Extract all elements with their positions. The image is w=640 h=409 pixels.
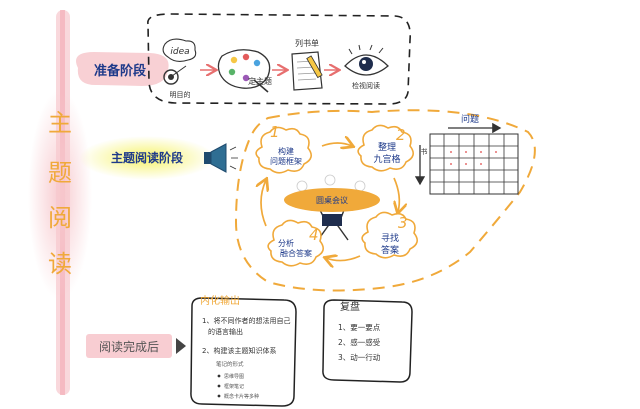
svg-text:九宫格: 九宫格 — [373, 153, 400, 165]
cycle-step-2-num: 2 — [396, 126, 406, 144]
cycle-step-3-num: 3 — [398, 214, 408, 232]
cycle-arrow-4-to-1 — [261, 180, 266, 227]
cycle-step-3: 3 寻找 答案 — [361, 211, 418, 259]
svg-text:答案: 答案 — [381, 244, 399, 256]
cycle-arrow-3-to-4 — [326, 256, 361, 261]
nine-grid: 问题 书 — [414, 113, 519, 195]
svg-text:2、构建该主题知识体系: 2、构建该主题知识体系 — [202, 346, 276, 355]
prep-dashed-frame — [147, 13, 412, 105]
after-chevron-icon — [176, 338, 186, 354]
after-stage-label: 阅读完成后 — [86, 334, 172, 358]
title-char-1: 主 — [48, 109, 72, 137]
svg-text:3、动一行动: 3、动一行动 — [338, 352, 381, 362]
cycle-arrow-1-to-2 — [321, 143, 352, 146]
title-char-4: 读 — [48, 250, 72, 278]
svg-text:准备阶段: 准备阶段 — [94, 63, 146, 79]
prep-review-label: 检视阅读 — [352, 81, 380, 90]
svg-text:分析: 分析 — [278, 238, 294, 248]
svg-text:1、将不同作者的想法用自己: 1、将不同作者的想法用自己 — [202, 316, 290, 325]
svg-text:整理: 整理 — [378, 141, 396, 153]
internalize-title: 内化输出 — [200, 294, 240, 307]
target-icon — [163, 65, 187, 85]
svg-text:思维导图: 思维导图 — [224, 373, 244, 380]
grid-label-issue: 问题 — [461, 113, 479, 125]
svg-text:寻找: 寻找 — [381, 232, 399, 244]
title-char-2: 题 — [48, 159, 72, 187]
cycle-step-4-num: 4 — [309, 226, 319, 244]
svg-text:问题框架: 问题框架 — [270, 156, 302, 166]
reading-stage-label: 主题阅读阶段 — [111, 150, 184, 165]
idea-icon: idea — [162, 38, 197, 63]
svg-text:的语言输出: 的语言输出 — [208, 327, 243, 336]
svg-text:阅读完成后: 阅读完成后 — [99, 339, 159, 354]
cycle-arrow-2-to-3 — [394, 177, 399, 212]
svg-text:笔记的形式: 笔记的形式 — [216, 360, 244, 368]
prep-booklist-label: 列书单 — [295, 38, 319, 48]
eye-icon — [344, 44, 389, 76]
prep-purpose-label: 明目的 — [170, 90, 191, 99]
reading-stage-highlight — [79, 136, 215, 180]
svg-text:idea: idea — [170, 47, 189, 57]
title-char-3: 阅 — [48, 204, 72, 232]
cycle-step-1-num: 1 — [270, 123, 280, 141]
round-table: 圆桌会议 — [284, 174, 380, 241]
review-title: 复盘 — [340, 300, 360, 313]
booklist-icon — [291, 51, 323, 91]
title-spine: 主 题 阅 读 — [28, 10, 92, 395]
grid-label-book: 书 — [421, 147, 428, 156]
cycle-step-1: 1 构建 问题框架 — [255, 123, 312, 174]
svg-text:框架笔记: 框架笔记 — [224, 383, 244, 390]
svg-text:概念卡片等多种: 概念卡片等多种 — [224, 393, 259, 400]
prep-stage-label: 准备阶段 — [76, 52, 169, 86]
megaphone-icon — [204, 143, 238, 173]
round-table-label: 圆桌会议 — [316, 195, 348, 205]
svg-text:融合答案: 融合答案 — [280, 248, 312, 258]
review-card: 复盘 1、要一要点 2、感一感受 3、动一行动 — [322, 299, 413, 383]
svg-text:1、要一要点: 1、要一要点 — [338, 323, 381, 332]
svg-text:构建: 构建 — [278, 146, 294, 156]
cycle-step-2: 2 整理 九宫格 — [357, 124, 414, 172]
cycle-step-4: 4 分析 融合答案 — [267, 219, 324, 267]
palette-icon — [217, 49, 271, 93]
internalize-card: 内化输出 1、将不同作者的想法用自己 的语言输出 2、构建该主题知识体系 笔记的… — [190, 294, 297, 407]
prep-topic-label: 定主题 — [248, 76, 272, 86]
reading-dashed-frame — [234, 109, 536, 292]
svg-text:2、感一感受: 2、感一感受 — [338, 337, 381, 347]
